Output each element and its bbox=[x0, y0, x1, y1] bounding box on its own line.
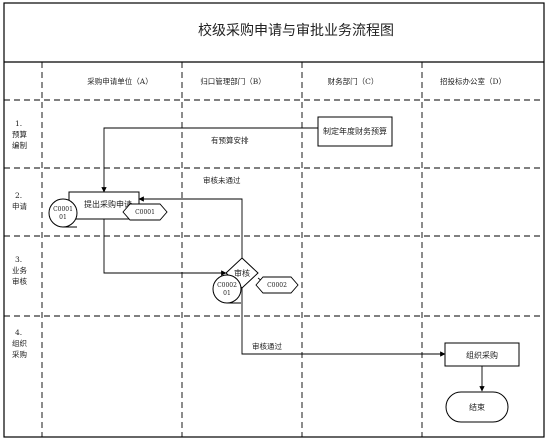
control-point-b-circle bbox=[212, 274, 242, 304]
column-header-applicant: 采购申请单位（A） bbox=[87, 76, 152, 86]
row-number: 1. bbox=[15, 119, 22, 128]
node-apply-label: 提出采购申请 bbox=[84, 199, 132, 209]
edge-label-review-failed: 审核未通过 bbox=[203, 175, 241, 185]
node-budget-box bbox=[317, 116, 393, 147]
row-label-line: 组织 bbox=[12, 338, 27, 348]
doc-c0001-hexagon bbox=[122, 203, 168, 221]
row-label-line: 编制 bbox=[12, 140, 27, 150]
row-number: 3. bbox=[15, 255, 22, 264]
row-label-line: 预算 bbox=[12, 129, 27, 139]
control-point-b-code: C0002 bbox=[217, 282, 237, 289]
column-header-management: 归口管理部门（B） bbox=[200, 76, 266, 86]
edge-label-budget-arranged: 有预算安排 bbox=[211, 135, 249, 145]
row-number: 4. bbox=[15, 328, 22, 337]
column-header-bidding-office: 招投标办公室（D） bbox=[440, 76, 506, 86]
diagram-title: 校级采购申请与审批业务流程图 bbox=[198, 22, 394, 39]
control-point-a-code: C0001 bbox=[53, 206, 73, 213]
control-point-b-suffix: 01 bbox=[223, 290, 231, 297]
row-label-line: 业务 bbox=[12, 265, 27, 275]
edge-apply-to-review bbox=[103, 219, 227, 276]
edge-budget-to-apply bbox=[101, 127, 318, 193]
edge-review-failed bbox=[138, 196, 243, 258]
lane-grid bbox=[4, 62, 544, 437]
diagram-frame bbox=[3, 2, 545, 438]
doc-c0001-label: C0001 bbox=[135, 209, 155, 216]
control-point-a-suffix: 01 bbox=[59, 214, 67, 221]
doc-c0002-hexagon bbox=[255, 276, 299, 294]
node-end-label: 结束 bbox=[469, 402, 485, 412]
node-end-terminator bbox=[445, 391, 509, 423]
row-label-budget: 1. 预算 编制 bbox=[12, 119, 27, 150]
node-purchase-label: 组织采购 bbox=[466, 350, 498, 360]
control-point-a-circle bbox=[48, 198, 78, 228]
connectors bbox=[101, 127, 485, 392]
node-budget-label: 制定年度财务预算 bbox=[323, 126, 387, 136]
row-label-line: 审核 bbox=[12, 276, 27, 286]
row-label-review: 3. 业务 审核 bbox=[12, 255, 27, 286]
edge-label-review-passed: 审核通过 bbox=[252, 341, 282, 351]
column-header-finance: 财务部门（C） bbox=[328, 76, 379, 86]
row-number: 2. bbox=[15, 191, 22, 200]
row-label-line: 采购 bbox=[12, 349, 27, 359]
node-purchase-box bbox=[444, 342, 520, 367]
row-label-purchase: 4. 组织 采购 bbox=[12, 328, 27, 359]
row-label-apply: 2. 申请 bbox=[12, 191, 27, 211]
node-review-label: 审核 bbox=[234, 268, 250, 278]
doc-c0002-label: C0002 bbox=[267, 282, 287, 289]
edge-review-passed bbox=[241, 288, 446, 357]
row-label-line: 申请 bbox=[12, 201, 27, 211]
